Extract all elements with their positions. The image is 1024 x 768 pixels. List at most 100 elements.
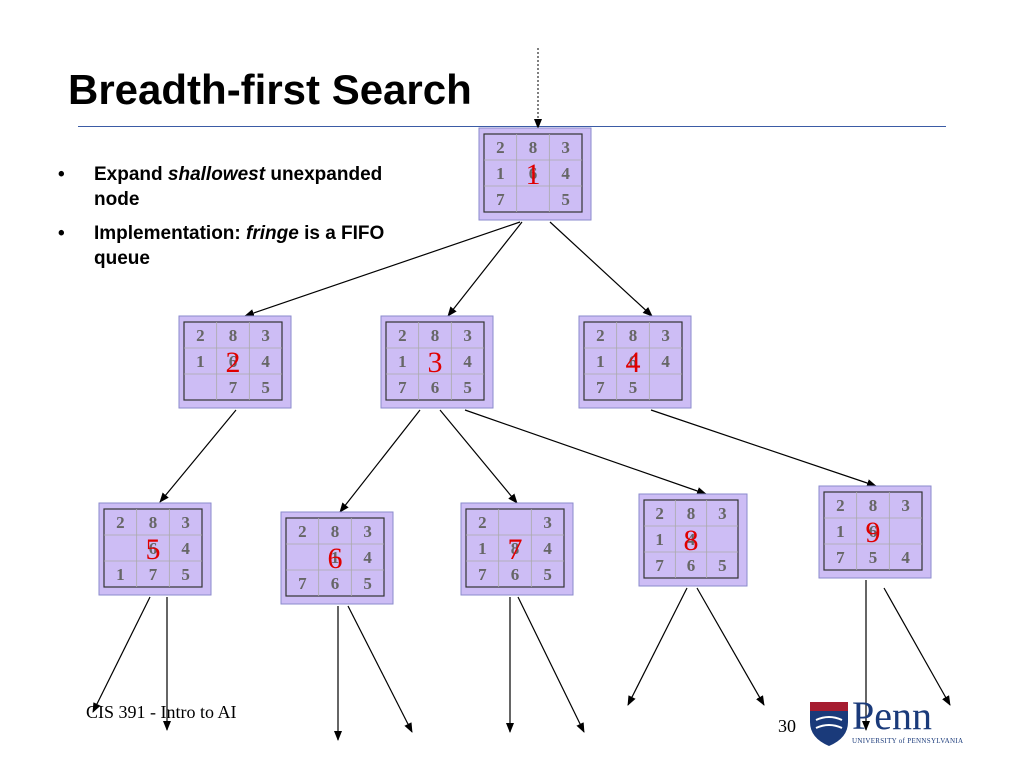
tree-edge-arrow	[650, 409, 877, 487]
tile-number: 3	[463, 326, 472, 345]
puzzle-board-background	[380, 315, 494, 409]
tree-edge-arrow	[439, 409, 518, 504]
tile-number: 7	[478, 565, 487, 584]
expansion-order-label: 1	[526, 158, 541, 191]
tile-number: 7	[149, 565, 158, 584]
tile-number: 6	[687, 556, 696, 575]
tree-edge-arrow	[464, 409, 707, 495]
bullet-dot-icon: •	[58, 164, 65, 185]
tile-number: 3	[543, 513, 552, 532]
tile-number: 8	[529, 138, 538, 157]
expansion-arrow	[517, 596, 585, 733]
puzzle-grid-border	[643, 499, 739, 579]
tile-number: 7	[398, 378, 407, 397]
tile-number: 8	[431, 326, 440, 345]
tile-number: 1	[398, 352, 407, 371]
tile-number: 3	[718, 504, 727, 523]
puzzle-board-background	[460, 502, 574, 596]
bullet-text-end: is a FIFO queue	[94, 223, 385, 269]
tile-number: 1	[596, 352, 605, 371]
tile-number: 6	[431, 378, 440, 397]
tile-number: 2	[116, 513, 125, 532]
bullet-item: •Implementation: fringe is a FIFO queue	[58, 221, 398, 271]
puzzle-board-background	[280, 511, 394, 605]
tile-number: 1	[496, 164, 505, 183]
puzzle-grid-border	[465, 508, 565, 588]
tree-edge-arrow	[244, 221, 521, 317]
tile-number: 6	[629, 352, 638, 371]
tile-number: 2	[655, 504, 664, 523]
expansion-order-label: 8	[684, 524, 699, 557]
bullet-text: Expand	[94, 164, 168, 185]
tile-number: 5	[543, 565, 552, 584]
tile-number: 4	[561, 164, 570, 183]
expansion-order-label: 6	[328, 542, 343, 575]
tile-number: 5	[629, 378, 638, 397]
tile-number: 6	[331, 574, 340, 593]
tile-number: 4	[181, 539, 190, 558]
puzzle-grid-border	[183, 321, 283, 401]
tile-number: 5	[869, 548, 878, 567]
tile-number: 3	[363, 522, 372, 541]
tile-number: 7	[836, 548, 845, 567]
puzzle-board-background	[178, 315, 292, 409]
tile-number: 2	[496, 138, 505, 157]
bullet-item: •Expand shallowest unexpanded node	[58, 162, 398, 212]
tile-number: 6	[149, 539, 158, 558]
penn-subtitle: UNIVERSITY of PENNSYLVANIA	[852, 737, 964, 745]
tile-number: 8	[687, 504, 696, 523]
tile-number: 3	[661, 326, 670, 345]
puzzle-grid-border	[103, 508, 203, 588]
tile-number: 7	[655, 556, 664, 575]
puzzle-grid-border	[483, 133, 583, 213]
tree-edge-arrow	[549, 221, 653, 317]
expansion-order-label: 7	[508, 533, 523, 566]
expansion-order-label: 4	[626, 346, 641, 379]
tile-number: 1	[196, 352, 205, 371]
puzzle-board-background	[818, 485, 932, 579]
tile-number: 4	[661, 352, 670, 371]
tree-edge-arrow	[159, 409, 237, 503]
tile-number: 1	[478, 539, 487, 558]
bullet-list: •Expand shallowest unexpanded node •Impl…	[58, 162, 398, 280]
tile-number: 5	[561, 190, 570, 209]
page-number: 30	[778, 716, 796, 736]
tile-number: 2	[836, 496, 845, 515]
tree-edges	[159, 221, 877, 513]
tile-number: 4	[687, 530, 696, 549]
tile-number: 6	[511, 565, 520, 584]
tile-number: 8	[511, 539, 520, 558]
tile-number: 6	[869, 522, 878, 541]
tile-number: 5	[363, 574, 372, 593]
tile-number: 8	[331, 522, 340, 541]
puzzle-board-background	[478, 127, 592, 221]
tile-number: 2	[196, 326, 205, 345]
tile-number: 8	[229, 326, 238, 345]
tile-number: 5	[463, 378, 472, 397]
expansion-arrow	[347, 605, 413, 733]
tile-number: 3	[261, 326, 270, 345]
expansion-arrow	[627, 587, 688, 706]
expansion-order-label: 3	[428, 346, 443, 379]
expansion-arrow	[883, 587, 951, 706]
expansion-order-label: 5	[146, 533, 161, 566]
tile-number: 4	[261, 352, 270, 371]
footer-course-label: CIS 391 - Intro to AI	[86, 702, 237, 722]
tile-number: 7	[298, 574, 307, 593]
tile-number: 4	[543, 539, 552, 558]
bullet-emphasis: shallowest	[167, 164, 266, 185]
tile-number: 2	[596, 326, 605, 345]
tile-number: 5	[181, 565, 190, 584]
tile-number: 4	[463, 352, 472, 371]
tile-number: 5	[261, 378, 270, 397]
